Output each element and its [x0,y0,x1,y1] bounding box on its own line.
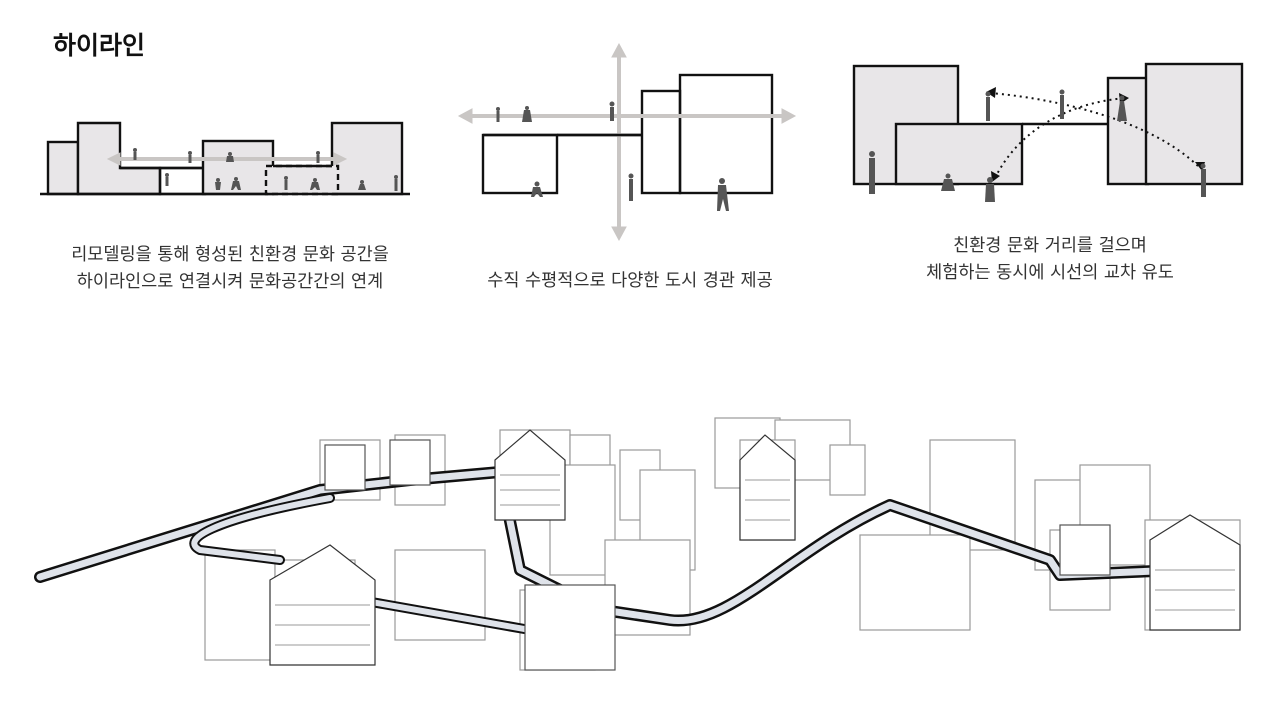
diagram-sightline [850,58,1250,218]
diagram-vertical-horizontal [455,40,805,245]
sightline-arrows [989,92,1201,179]
caption-line: 체험하는 동시에 시선의 교차 유도 [926,263,1174,283]
people-figures [869,89,1206,202]
diagram-remodeling [40,110,420,210]
cross-arrows [457,42,797,242]
caption-sightline: 친환경 문화 거리를 걸으며 체험하는 동시에 시선의 교차 유도 [850,233,1250,287]
foreground-buildings [324,439,1111,671]
greenhouse-grids [275,474,1235,646]
caption-line: 리모델링을 통해 형성된 친환경 문화 공간을 [71,245,389,265]
caption-line: 하이라인으로 연결시켜 문화공간간의 연계 [76,272,384,292]
remodeling-section-drawing [40,121,410,196]
caption-line: 친환경 문화 거리를 걸으며 [953,236,1147,256]
page-title: 하이라인 [53,31,146,60]
people-figures [496,101,729,211]
vertical-horizontal-drawing [457,42,797,242]
caption-vertical-horizontal: 수직 수평적으로 다양한 도시 경관 제공 [455,268,805,295]
aerial-highline-illustration [30,410,1250,680]
people-figures [133,148,398,191]
highline-arrow [106,152,348,166]
caption-line: 수직 수평적으로 다양한 도시 경관 제공 [487,271,773,291]
sightline-drawing [852,62,1244,202]
aerial-sketch [34,417,1241,671]
caption-remodeling: 리모델링을 통해 형성된 친환경 문화 공간을 하이라인으로 연결시켜 문화공간… [40,242,420,296]
